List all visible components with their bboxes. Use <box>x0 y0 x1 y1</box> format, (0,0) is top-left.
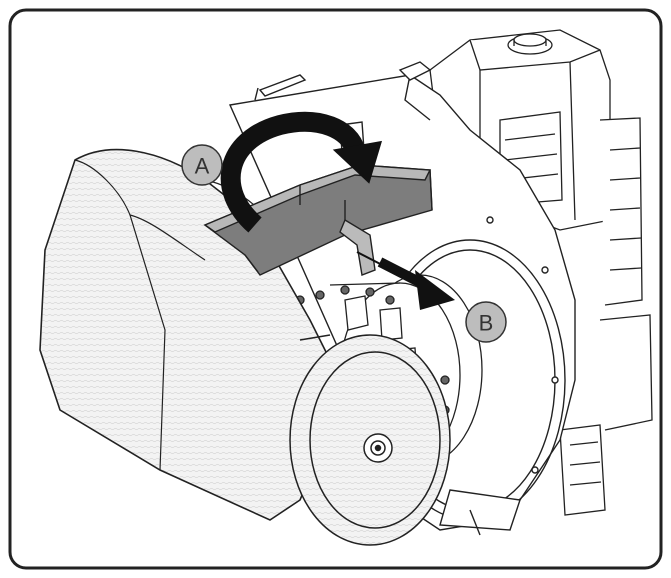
straight-arrow-icon <box>356 251 455 310</box>
callout-b-label: B <box>479 311 494 336</box>
callout-b: B <box>465 301 507 343</box>
callout-a: A <box>181 144 223 186</box>
callout-a-label: A <box>195 154 210 179</box>
wheel-cap <box>289 334 451 546</box>
curved-arrow-icon <box>220 111 383 233</box>
